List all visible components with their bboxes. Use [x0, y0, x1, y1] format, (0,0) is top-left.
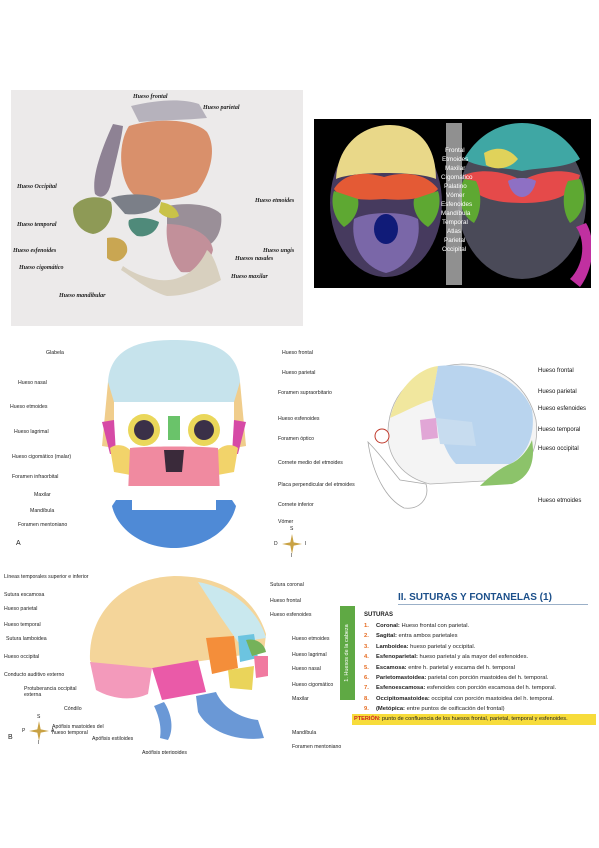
label-p5-right-2: Hueso esfenoides	[270, 612, 312, 618]
label-hueso-esfenoides: Hueso esfenoides	[13, 248, 57, 254]
label-p4-parietal: Hueso parietal	[538, 389, 577, 395]
label-maxilar: Maxilar	[445, 165, 466, 172]
label-p5-left-2: Hueso parietal	[4, 606, 38, 612]
suture-item: 1.Coronal: Hueso frontal con parietal.	[364, 623, 470, 629]
orientation-compass-b: S I P A	[22, 714, 55, 746]
suture-item: 5.Escamosa: entre h. parietal y escama d…	[364, 664, 515, 671]
label-p3-right-5: Cornete medio del etmoides	[278, 460, 343, 466]
label-occipital: Occipital	[442, 246, 467, 253]
label-huesos-nasales: Huesos nasales	[235, 256, 274, 262]
side-tab: 1. Huesos de la cabeza	[340, 606, 355, 700]
lateral-skull-illustration	[367, 363, 538, 509]
label-p3-right-6: Placa perpendicular del etmoides	[278, 482, 355, 488]
suture-item: 3.Lamboidea: hueso parietal y occipital.	[364, 643, 476, 650]
panel-letter-a: A	[16, 540, 21, 547]
label-p3-left-2: Hueso etmoides	[10, 404, 48, 410]
label-p3-right-8: Vómer	[278, 519, 294, 525]
label-p5-right-3: Hueso etmoides	[292, 636, 330, 642]
title-underline	[398, 604, 588, 605]
label-parietal: Parietal	[444, 237, 466, 244]
label-etmoides: Etmoides	[442, 156, 469, 163]
label-hueso-mandibular: Hueso mandibular	[59, 293, 106, 299]
label-hueso-parietal: Hueso parietal	[203, 105, 240, 111]
label-p5-left-5: Hueso occipital	[4, 654, 40, 660]
section-title: II. SUTURAS Y FONTANELAS (1)	[398, 592, 552, 603]
suture-item: 7.Esfenoescamosa: esfenoides con porción…	[364, 685, 557, 692]
label-p5-left-4: Sutura lamboidea	[6, 636, 47, 642]
label-p3-left-8: Foramen mentoniano	[18, 522, 68, 528]
label-p5-right-1: Hueso frontal	[270, 598, 301, 604]
label-p4-esfenoides: Hueso esfenoides	[538, 406, 587, 412]
label-hueso-temporal: Hueso temporal	[17, 222, 57, 228]
label-p5-left-7: Protuberancia occipital externa	[24, 686, 77, 698]
label-hueso-cigomatico: Hueso cigomático	[19, 265, 64, 271]
label-p3-right-0: Hueso frontal	[282, 350, 313, 356]
label-p4-occipital: Hueso occipital	[538, 446, 579, 452]
label-p4-etmoides: Hueso etmoides	[538, 498, 582, 504]
sutures-list: 1.Coronal: Hueso frontal con parietal. 2.…	[364, 621, 556, 715]
label-p5-right-7: Maxilar	[292, 696, 309, 702]
label-hueso-maxilar: Hueso maxilar	[231, 274, 268, 280]
label-p3-left-5: Foramen infraorbital	[12, 474, 59, 480]
label-p3-right-3: Hueso esfenoides	[278, 416, 320, 422]
label-palatino: Palatino	[444, 183, 467, 190]
label-p3-right-2: Foramen supraorbitario	[278, 390, 332, 396]
sutures-heading: SUTURAS	[364, 612, 394, 618]
label-p3-left-4: Hueso cigomático (malar)	[12, 454, 72, 460]
label-p5-right-9: Foramen mentoniano	[292, 744, 342, 750]
label-p5-left-8: Cóndilo	[64, 706, 82, 712]
label-frontal: Frontal	[445, 147, 465, 154]
skull-base-panel: Frontal Etmoides Maxilar Cigomático Pala…	[314, 119, 591, 288]
label-atlas: Atlas	[447, 228, 461, 235]
suture-item: 4.Esfenoparietal: hueso parietal y ala m…	[364, 654, 529, 661]
label-p5-left-10: Apófisis estiloides	[92, 736, 134, 742]
label-p5-left-11: Apófisis pterigoides	[142, 750, 187, 754]
suture-item: 9.(Metópica: entre puntos de osificación…	[364, 706, 505, 713]
orientation-compass-a: S I D I	[274, 526, 307, 558]
suture-item: 8.Occipitomastoidea: occipital con porci…	[364, 695, 554, 702]
label-hueso-etmoides: Hueso etmoides	[255, 198, 295, 204]
label-p3-right-4: Foramen óptico	[278, 436, 315, 442]
lateral-skull-panel: Hueso frontal Hueso parietal Hueso esfen…	[360, 360, 596, 530]
label-p5-right-4: Hueso lagrimal	[292, 652, 327, 658]
label-p3-left-0: Glabela	[46, 350, 64, 356]
label-p5-right-0: Sutura coronal	[270, 582, 304, 588]
suture-item: 2.Sagital: entra ambos parietales	[364, 633, 458, 640]
label-hueso-occipital: Hueso Occipital	[17, 184, 57, 190]
panel-letter-b: B	[8, 734, 13, 741]
lateral-view-illustration	[89, 576, 274, 740]
pterion-note: PTERIÓN: punto de confluencia de los hue…	[352, 714, 596, 725]
label-p3-left-7: Mandíbula	[30, 508, 55, 514]
label-temporal: Temporal	[442, 219, 468, 226]
label-vomer: Vómer	[446, 192, 465, 199]
label-mandibula: Mandíbula	[441, 210, 471, 217]
label-p5-left-9: Apófisis mastoides del hueso temporal	[52, 724, 104, 736]
label-p5-left-0: Líneas temporales superior e inferior	[4, 574, 89, 580]
label-p5-left-3: Hueso temporal	[4, 622, 41, 628]
label-p3-right-7: Cornete inferior	[278, 502, 314, 508]
frontal-view-illustration	[102, 340, 246, 548]
label-p5-right-8: Mandíbula	[292, 730, 317, 736]
exploded-skull-panel: Hueso frontal Hueso parietal Hueso Occip…	[11, 90, 303, 326]
label-p5-right-5: Hueso nasal	[292, 666, 321, 672]
label-cigomatico: Cigomático	[441, 174, 473, 181]
suture-item: 6.Parietomastoidea: parietal con porción…	[364, 675, 549, 682]
exploded-skull-illustration	[73, 100, 222, 296]
label-p3-right-1: Hueso parietal	[282, 370, 316, 376]
label-esfenoides: Esfenoides	[441, 201, 473, 208]
label-hueso-frontal: Hueso frontal	[133, 94, 168, 100]
label-p4-temporal: Hueso temporal	[538, 427, 581, 433]
label-p3-left-1: Hueso nasal	[18, 380, 47, 386]
label-p5-left-1: Sutura escamosa	[4, 592, 45, 598]
label-hueso-ungis: Hueso ungis	[263, 248, 295, 254]
label-p4-frontal: Hueso frontal	[538, 368, 574, 374]
label-p5-right-6: Hueso cigomático	[292, 682, 334, 688]
label-p5-left-6: Conducto auditivo externo	[4, 672, 65, 678]
label-p3-left-6: Maxilar	[34, 492, 51, 498]
skull-base-illustration	[330, 123, 591, 287]
label-p3-left-3: Hueso lagrimal	[14, 429, 49, 435]
